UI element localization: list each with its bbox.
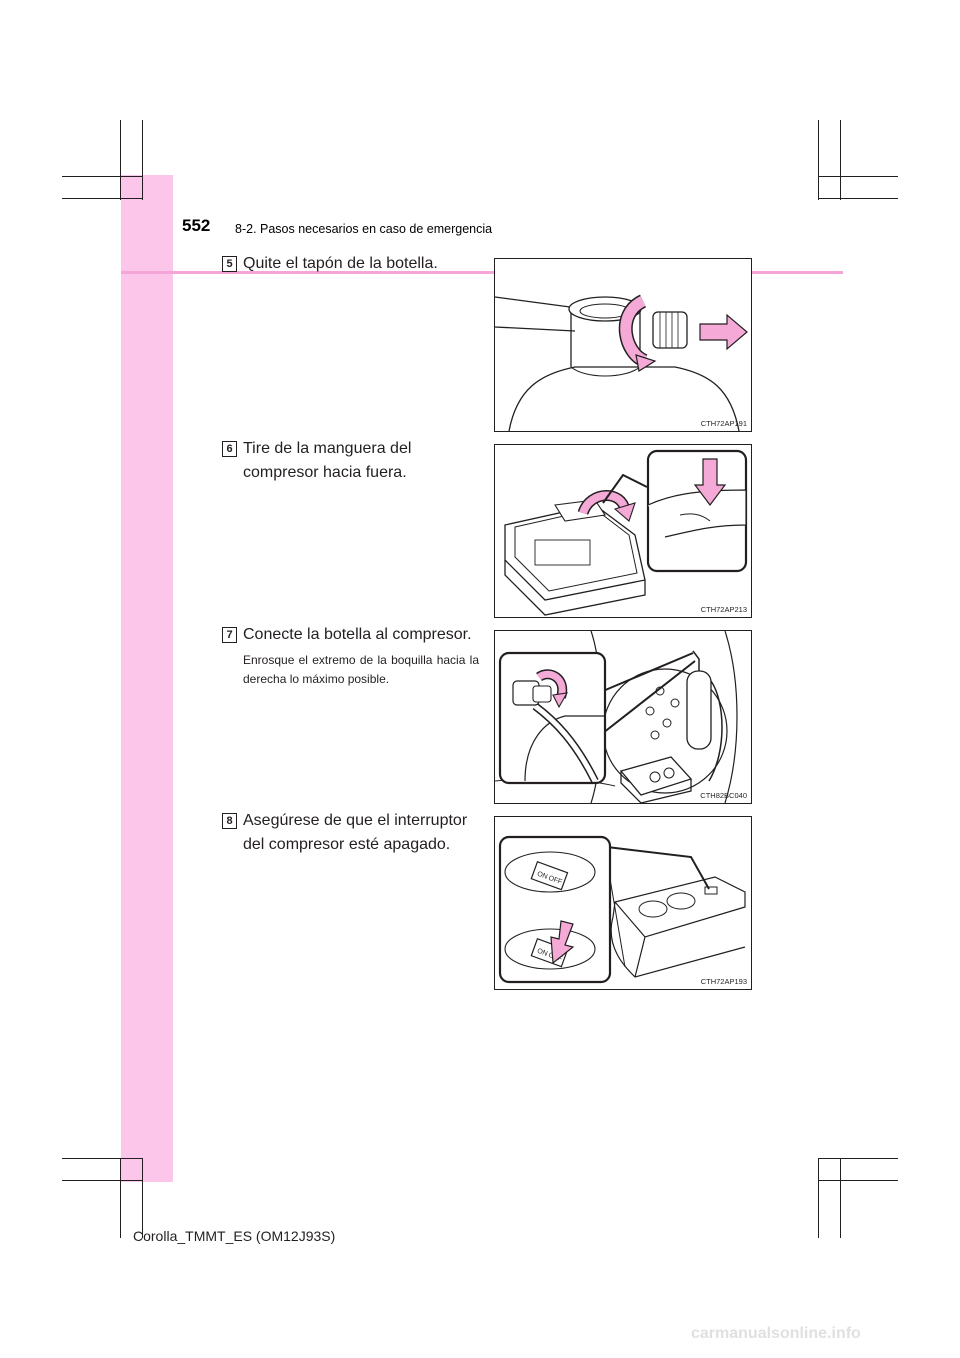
step-text-6: Tire de la manguera del compresor hacia … [243,440,412,481]
step-note-7: Enrosque el extremo de la boquilla hacia… [243,653,479,686]
compressor-switch-illustration: ON OFF ON OFF [498,835,746,984]
step-number-7: 7 [222,627,237,643]
switch-on-label: ON [536,948,548,958]
switch-off-label: OFF [547,875,563,886]
step-number-5: 5 [222,256,237,272]
section-title: 8-2. Pasos necesarios en caso de emergen… [235,222,493,236]
sidebar-band [121,175,173,1182]
figure-code: CTH72AP213 [700,605,747,614]
figure-compressor-switch: ON OFF ON OFF CTH72AP193 [494,816,752,990]
compressor-hose-illustration [504,449,748,616]
figure-compressor-hose: CTH72AP213 [494,444,752,618]
figure-bottle-cap-removal: CTH72AP191 [494,258,752,432]
connect-bottle-illustration [495,631,738,803]
step-number-6: 6 [222,441,237,457]
step-text-8: Asegúrese de que el interruptor del comp… [243,812,468,853]
figure-code: CTH82BC040 [700,791,747,800]
switch-on-label: ON [536,871,548,881]
figure-connect-bottle: CTH82BC040 [494,630,752,804]
step-text-5: Quite el tapón de la botella. [243,255,438,272]
figure-code: CTH72AP193 [700,977,747,986]
bottle-cap-illustration [495,294,748,431]
header-rule [121,271,843,274]
page-number: 552 [182,216,211,235]
figure-code: CTH72AP191 [700,419,747,428]
step-text-7: Conecte la botella al compresor. [243,626,472,643]
step-number-8: 8 [222,813,237,829]
watermark: carmanualsonline.info [691,1325,861,1342]
document-id: Corolla_TMMT_ES (OM12J93S) [133,1228,336,1244]
